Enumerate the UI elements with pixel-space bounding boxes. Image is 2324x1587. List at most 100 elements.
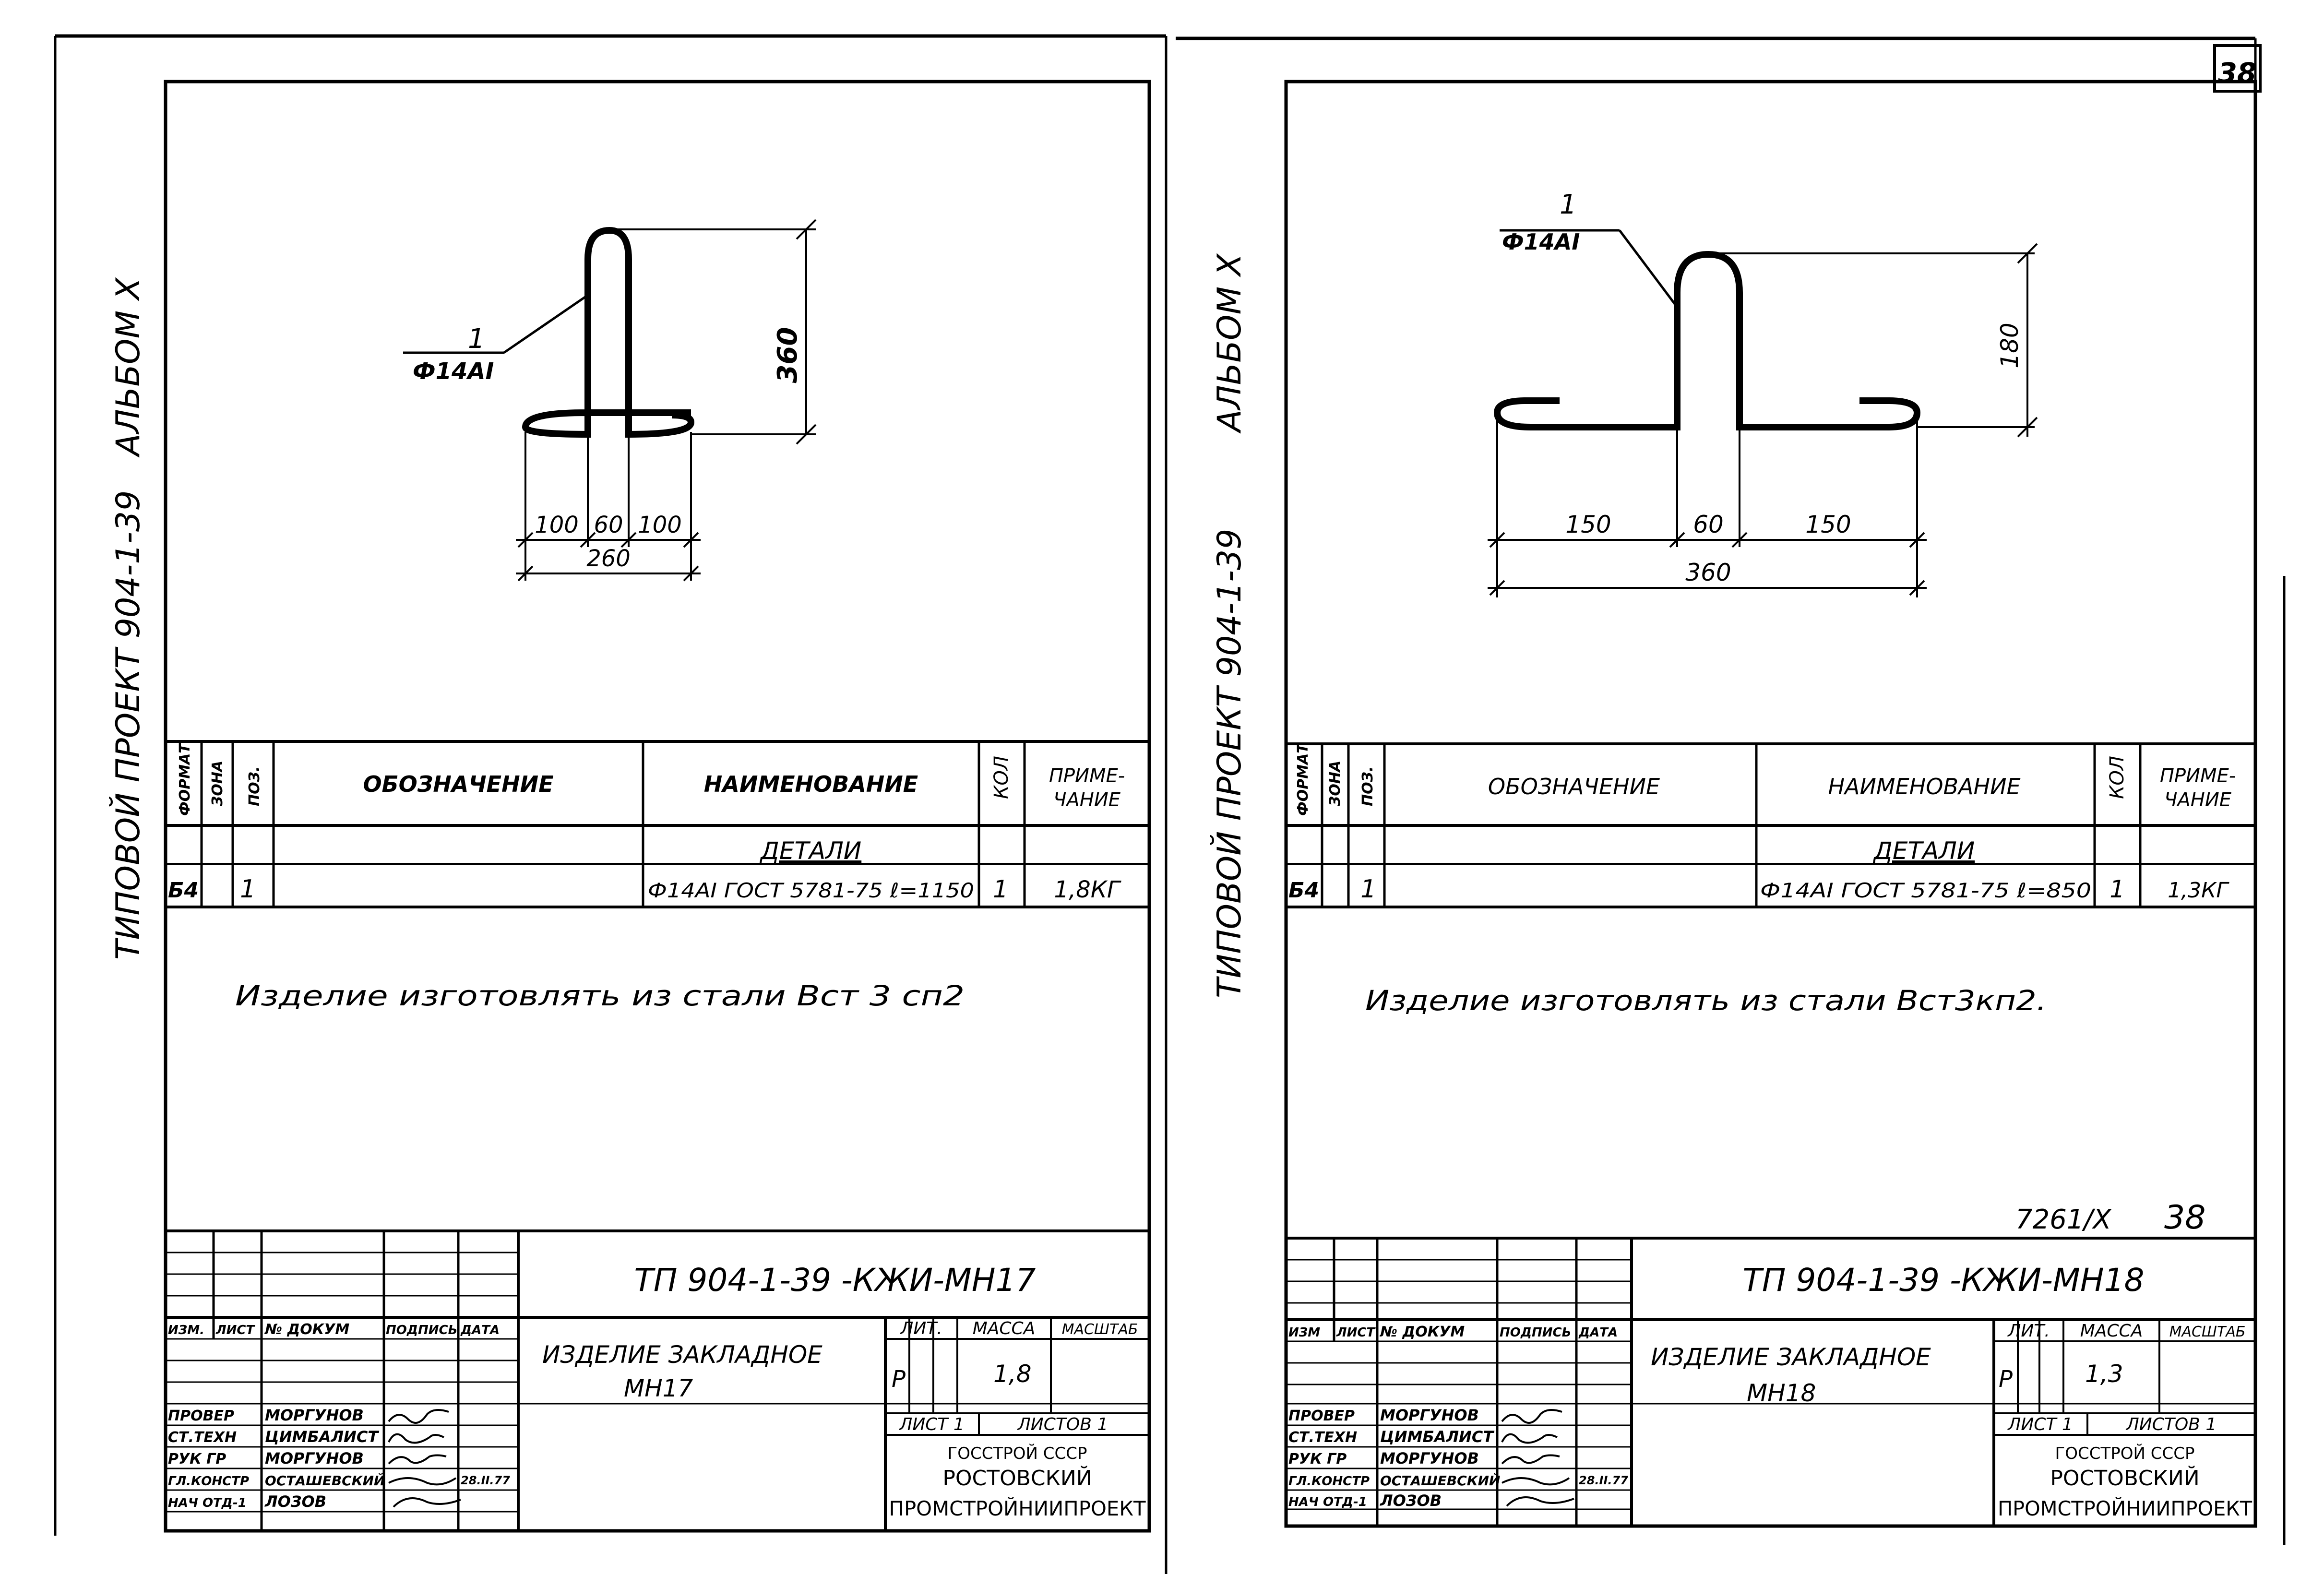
left-sheet: ЛИСТ 1 bbox=[898, 1415, 964, 1434]
left-title-block bbox=[166, 1229, 1149, 1531]
left-tb-name-2: МОРГУНОВ bbox=[265, 1449, 364, 1468]
right-tb-h-izm: ИЗМ bbox=[1288, 1325, 1320, 1340]
left-dim-right: 100 bbox=[638, 512, 682, 538]
left-tb-h-list: ЛИСТ bbox=[215, 1323, 255, 1337]
left-tb-h-izm: ИЗМ. bbox=[168, 1323, 204, 1337]
left-lit-label: ЛИТ. bbox=[899, 1319, 942, 1338]
right-dim-height: 180 bbox=[1996, 322, 2024, 368]
right-signatures bbox=[1501, 1409, 1574, 1507]
right-tb-name-2: МОРГУНОВ bbox=[1380, 1449, 1479, 1468]
left-tb-role-1: СТ.ТЕХН bbox=[168, 1429, 237, 1446]
right-spec-row-note: 1,3КГ bbox=[2168, 878, 2229, 903]
left-title-code: ТП 904-1-39 -КЖИ-МН17 bbox=[634, 1262, 1036, 1299]
right-spec-h-pos: ПОЗ. bbox=[1359, 766, 1376, 806]
right-side-album: АЛЬБОМ X bbox=[1211, 253, 1249, 434]
right-sheets: ЛИСТОВ 1 bbox=[2125, 1415, 2217, 1434]
right-org-3: ПРОМСТРОЙНИИПРОЕКТ bbox=[1998, 1496, 2252, 1520]
right-tb-role-1: СТ.ТЕХН bbox=[1288, 1429, 1357, 1446]
right-spec-row-pos: 1 bbox=[1360, 875, 1376, 904]
right-sheet-border bbox=[1284, 80, 2257, 1528]
right-archive-number: 7261/X bbox=[2015, 1204, 2112, 1235]
right-spec-section: ДЕТАЛИ bbox=[1873, 837, 1975, 865]
left-item-name-1: ИЗДЕЛИЕ ЗАКЛАДНОЕ bbox=[542, 1341, 822, 1369]
right-sheet: ЛИСТ 1 bbox=[2007, 1415, 2073, 1434]
right-spec-row-format: Б4 bbox=[1288, 878, 1319, 903]
right-lit-label: ЛИТ. bbox=[2007, 1321, 2050, 1341]
page-number-box: 38 bbox=[2213, 44, 2262, 93]
left-spec-row-format: Б4 bbox=[168, 878, 199, 903]
left-spec-section: ДЕТАЛИ bbox=[760, 837, 861, 865]
right-tb-name-0: МОРГУНОВ bbox=[1380, 1406, 1479, 1424]
left-spec-h-designation: ОБОЗНАЧЕНИЕ bbox=[363, 771, 553, 797]
left-spec-row-pos: 1 bbox=[240, 875, 256, 904]
left-tb-role-0: ПРОВЕР bbox=[168, 1408, 234, 1424]
right-spec-row-name: Ф14АI ГОСТ 5781-75 ℓ=850 bbox=[1760, 879, 2091, 902]
left-dim-height: 360 bbox=[772, 327, 803, 383]
left-mass-value: 1,8 bbox=[993, 1360, 1032, 1388]
left-tb-h-date: ДАТА bbox=[460, 1323, 500, 1337]
left-item-name-2: МН17 bbox=[624, 1374, 693, 1402]
left-tb-h-doc: № ДОКУМ bbox=[264, 1321, 349, 1338]
left-tb-name-1: ЦИМБАЛИСТ bbox=[265, 1428, 379, 1446]
right-pos-number: 1 bbox=[1560, 189, 1577, 220]
left-tb-name-0: МОРГУНОВ bbox=[265, 1406, 364, 1424]
right-spec-table bbox=[1286, 742, 2255, 908]
left-scale-label: МАСШТАБ bbox=[1062, 1321, 1138, 1338]
right-title-block bbox=[1286, 1237, 2255, 1526]
left-sheets: ЛИСТОВ 1 bbox=[1017, 1415, 1108, 1434]
right-org-2: РОСТОВСКИЙ bbox=[2050, 1465, 2199, 1491]
right-tb-h-doc: № ДОКУМ bbox=[1379, 1324, 1465, 1340]
right-bar-drawing bbox=[1488, 229, 2038, 597]
left-org-3: ПРОМСТРОЙНИИПРОЕКТ bbox=[889, 1496, 1146, 1520]
right-spec-h-note1: ПРИМЕ- bbox=[2160, 765, 2236, 787]
left-tb-date: 28.II.77 bbox=[461, 1474, 510, 1487]
right-spec-h-note2: ЧАНИЕ bbox=[2164, 789, 2232, 811]
left-dim-mid: 60 bbox=[594, 512, 623, 538]
left-spec-row-qty: 1 bbox=[993, 875, 1008, 903]
right-tb-h-sign: ПОДПИСЬ bbox=[1500, 1325, 1571, 1340]
right-org-1: ГОССТРОЙ СССР bbox=[2055, 1444, 2195, 1463]
left-spec-h-pos: ПОЗ. bbox=[246, 766, 263, 806]
left-pos-number: 1 bbox=[468, 323, 485, 355]
right-item-name-1: ИЗДЕЛИЕ ЗАКЛАДНОЕ bbox=[1651, 1343, 1931, 1371]
left-bar-spec: Ф14АI bbox=[413, 358, 494, 385]
right-dim-total: 360 bbox=[1685, 559, 1731, 586]
left-org-1: ГОССТРОЙ СССР bbox=[948, 1444, 1087, 1463]
right-tb-h-list: ЛИСТ bbox=[1336, 1325, 1376, 1340]
right-tb-role-2: РУК ГР bbox=[1288, 1451, 1347, 1468]
right-spec-h-zone: ЗОНА bbox=[1327, 761, 1344, 807]
right-spec-row-qty: 1 bbox=[2109, 875, 2125, 903]
right-lit-value: Р bbox=[1999, 1366, 2013, 1393]
left-note-text: Изделие изготовлять из стали Вст 3 сп2 bbox=[235, 979, 965, 1012]
right-mass-value: 1,3 bbox=[2085, 1360, 2123, 1388]
right-item-name-2: МН18 bbox=[1747, 1379, 1816, 1407]
left-dim-left: 100 bbox=[535, 512, 579, 538]
left-spec-row-name: Ф14АI ГОСТ 5781-75 ℓ=1150 bbox=[648, 879, 974, 902]
left-spec-table bbox=[166, 740, 1149, 908]
page-number: 38 bbox=[2218, 57, 2257, 89]
right-tb-h-date: ДАТА bbox=[1578, 1325, 1618, 1340]
right-title-code: ТП 904-1-39 -КЖИ-МН18 bbox=[1743, 1262, 2145, 1299]
right-tb-date: 28.II.77 bbox=[1579, 1474, 1628, 1487]
left-sheet: ТИПОВОЙ ПРОЕКТ 904-1-39 АЛЬБОМ X bbox=[109, 80, 1151, 1533]
right-dim-right: 150 bbox=[1805, 511, 1851, 538]
right-sheet: ТИПОВОЙ ПРОЕКТ 904-1-39 АЛЬБОМ X bbox=[1210, 80, 2257, 1528]
left-spec-h-qty: КОЛ bbox=[990, 756, 1013, 799]
left-spec-h-name: НАИМЕНОВАНИЕ bbox=[704, 771, 918, 797]
right-tb-name-4: ЛОЗОВ bbox=[1380, 1492, 1442, 1510]
left-bar-drawing bbox=[403, 219, 817, 582]
right-tb-role-4: НАЧ ОТД-1 bbox=[1288, 1495, 1367, 1509]
right-archive-page: 38 bbox=[2164, 1199, 2206, 1237]
right-dim-mid: 60 bbox=[1693, 511, 1724, 538]
left-tb-h-sign: ПОДПИСЬ bbox=[386, 1323, 457, 1337]
right-tb-role-0: ПРОВЕР bbox=[1288, 1408, 1355, 1424]
left-tb-role-4: НАЧ ОТД-1 bbox=[168, 1496, 247, 1510]
right-mass-label: МАССА bbox=[2080, 1321, 2143, 1341]
right-spec-h-name: НАИМЕНОВАНИЕ bbox=[1828, 774, 2020, 799]
right-tb-role-3: ГЛ.КОНСТР bbox=[1288, 1474, 1370, 1489]
left-tb-name-3: ОСТАШЕВСКИЙ bbox=[265, 1472, 385, 1489]
left-tb-name-4: ЛОЗОВ bbox=[264, 1492, 326, 1511]
left-sheet-border bbox=[164, 80, 1151, 1533]
right-spec-h-format: ФОРМАТ bbox=[1295, 742, 1311, 816]
